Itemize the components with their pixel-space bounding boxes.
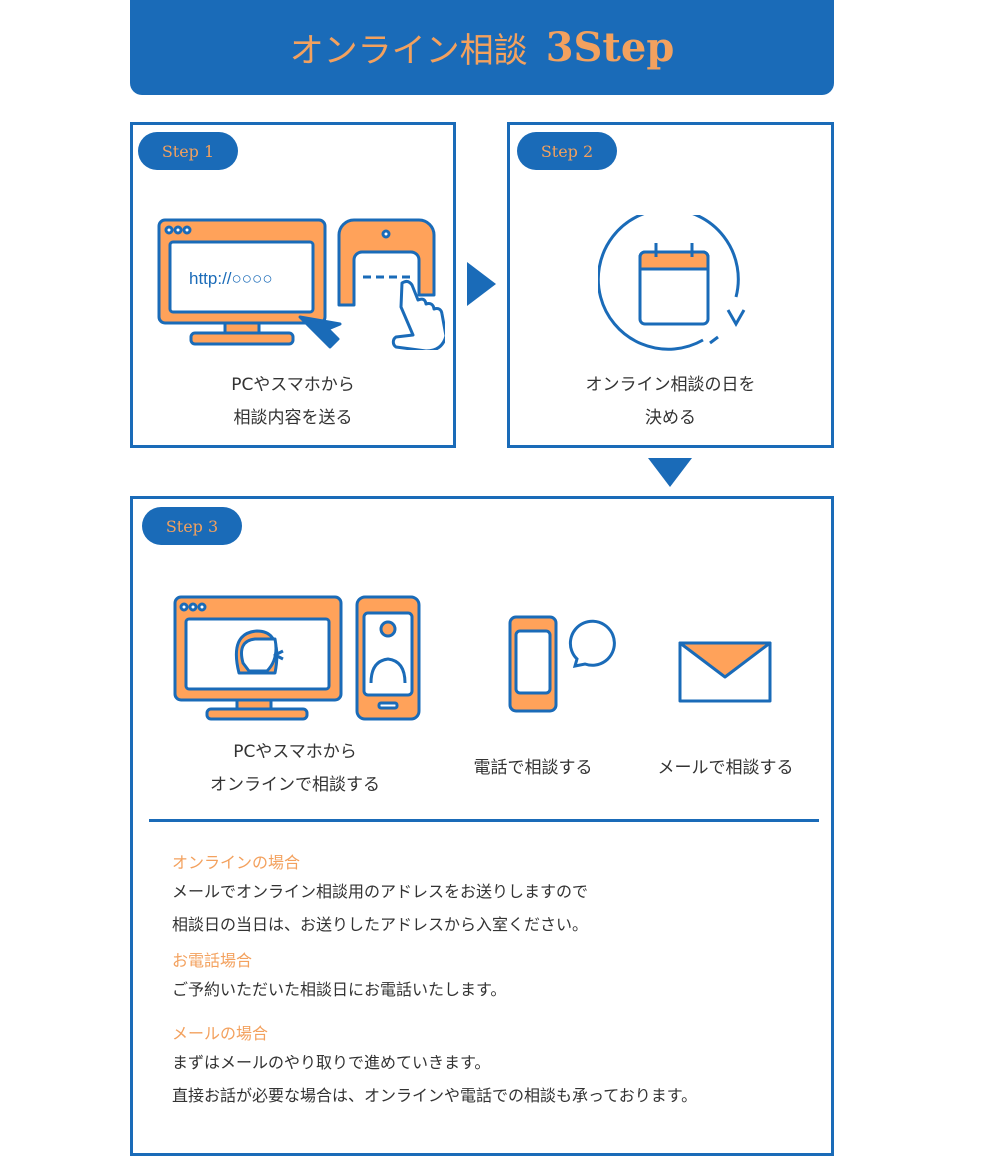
- step1-badge: Step 1: [138, 132, 238, 170]
- phone-line1: ご予約いただいた相談日にお電話いたします。: [172, 980, 507, 999]
- online-line2: 相談日の当日は、お送りしたアドレスから入室ください。: [172, 915, 589, 934]
- page-header: オンライン相談 3Step: [130, 0, 834, 95]
- arrow-right-icon: [467, 262, 496, 306]
- online-caption-line2: オンラインで相談する: [210, 775, 380, 795]
- mail-line1: まずはメールのやり取りで進めていきます。: [172, 1053, 491, 1072]
- calendar-cycle-icon: [598, 215, 746, 351]
- header-title: オンライン相談: [289, 31, 528, 71]
- mail-heading: メールの場合: [172, 1024, 269, 1043]
- step1-caption-line1: PCやスマホから: [231, 375, 355, 395]
- online-caption-line1: PCやスマホから: [233, 742, 357, 762]
- mail-line2: 直接お話が必要な場合は、オンラインや電話での相談も承っております。: [172, 1086, 698, 1105]
- divider: [149, 819, 819, 822]
- pc-smartphone-icon: http://○○○○: [157, 218, 445, 350]
- video-call-icon: [173, 595, 421, 721]
- header-step-label: 3Step: [545, 24, 675, 71]
- online-heading: オンラインの場合: [172, 853, 301, 872]
- phone-heading: お電話場合: [172, 951, 253, 970]
- mail-caption: メールで相談する: [657, 758, 794, 778]
- phone-chat-icon: [508, 615, 616, 713]
- step2-caption-line2: 決める: [645, 408, 696, 428]
- url-text: http://○○○○: [189, 269, 273, 288]
- step3-card: Step 3 PCやスマホから オンラインで相談する 電話で相談する メールで相…: [130, 496, 834, 1156]
- arrow-down-icon: [648, 458, 692, 487]
- online-line1: メールでオンライン相談用のアドレスをお送りしますので: [172, 882, 589, 901]
- step2-badge: Step 2: [517, 132, 617, 170]
- step1-caption-line2: 相談内容を送る: [233, 408, 353, 428]
- step3-badge: Step 3: [142, 507, 242, 545]
- phone-caption: 電話で相談する: [473, 758, 593, 778]
- envelope-icon: [678, 641, 772, 703]
- step1-card: Step 1 http://○○○○ PCやスマホから 相談内容を送る: [130, 122, 456, 448]
- step2-caption-line1: オンライン相談の日を: [585, 375, 756, 395]
- step2-card: Step 2 オンライン相談の日を 決める: [507, 122, 834, 448]
